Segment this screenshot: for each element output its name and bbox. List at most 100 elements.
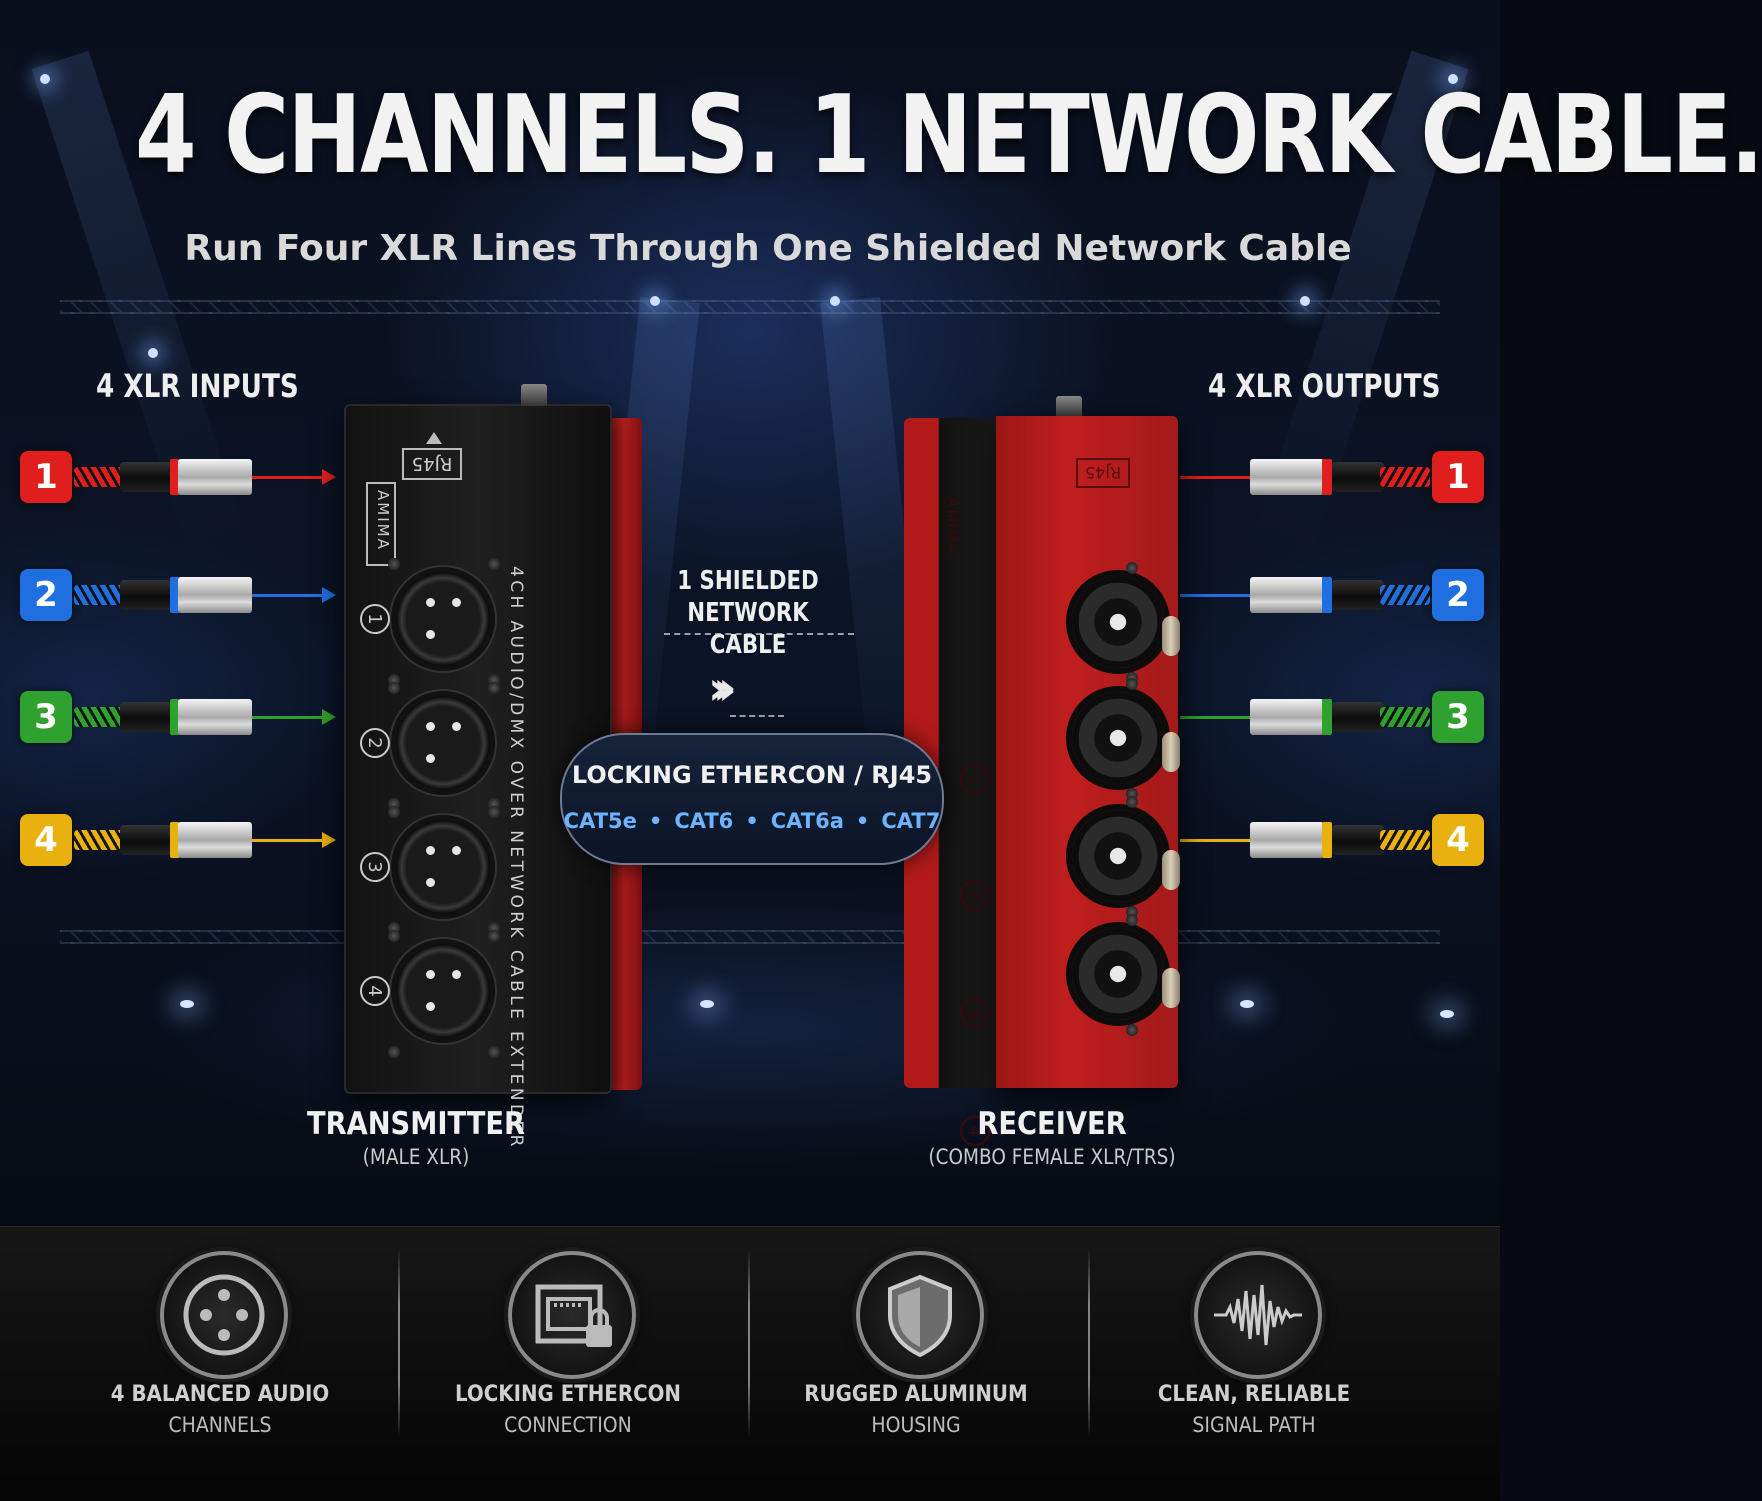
ethercon-title: LOCKING ETHERCON / RJ45 — [571, 761, 933, 789]
transmitter-subtitle: (MALE XLR) — [362, 1145, 470, 1169]
port-number: 3 — [960, 998, 990, 1028]
shield-icon — [856, 1251, 984, 1379]
rj45-arrow-icon — [426, 432, 442, 444]
feature-subtitle: HOUSING — [871, 1413, 961, 1437]
feature-bar: 4 BALANCED AUDIO CHANNELS LOCKING ETHERC… — [0, 1226, 1500, 1501]
input-channel-badge: 1 — [20, 451, 72, 503]
port-number: 4 — [360, 976, 390, 1006]
cable-type: CAT6a — [770, 809, 844, 833]
cable-type: CAT7 — [881, 809, 941, 833]
ethercon-callout: LOCKING ETHERCON / RJ45 CAT5e•CAT6•CAT6a… — [560, 733, 944, 865]
signal-line — [1180, 716, 1250, 719]
screw-icon — [488, 558, 500, 570]
outputs-title: 4 XLR OUTPUTS — [1208, 367, 1441, 405]
screw-icon — [488, 806, 500, 818]
screw-icon — [1126, 678, 1138, 690]
xlr-male-port[interactable] — [396, 572, 490, 666]
divider-dash — [664, 633, 854, 635]
floor-light — [180, 1000, 194, 1008]
port-number: 1 — [960, 764, 990, 794]
feature-title: LOCKING ETHERCON — [454, 1382, 682, 1407]
input-channel-badge: 4 — [20, 814, 72, 866]
stage-light — [40, 74, 50, 84]
cable-type: CAT6 — [674, 809, 734, 833]
feature-title: CLEAN, RELIABLE — [1157, 1382, 1351, 1407]
receiver-unit: RJ45 — [996, 396, 1180, 1088]
feature-title: RUGGED ALUMINUM — [804, 1382, 1028, 1407]
transmitter-title: TRANSMITTER — [307, 1106, 525, 1142]
port-number: 2 — [360, 728, 390, 758]
combo-xlr-trs-port[interactable] — [1072, 576, 1164, 668]
ethernet-lock-icon — [508, 1251, 636, 1379]
screw-icon — [388, 806, 400, 818]
receiver-port-label: RJ45 — [1076, 458, 1130, 488]
brand-text: AMIMA — [374, 490, 392, 551]
stage-light — [830, 296, 840, 306]
connector-pin — [426, 598, 435, 607]
arrow-head-icon — [322, 709, 336, 725]
rj45-label-text: RJ45 — [1084, 463, 1122, 483]
xlr-male-port[interactable] — [396, 944, 490, 1038]
xlr-male-port[interactable] — [396, 696, 490, 790]
screw-icon — [388, 930, 400, 942]
receiver-subtitle: (COMBO FEMALE XLR/TRS) — [928, 1145, 1176, 1169]
inputs-title: 4 XLR INPUTS — [96, 367, 299, 405]
stage-light — [1448, 74, 1458, 84]
feature-divider — [1088, 1249, 1090, 1437]
input-channel-badge: 3 — [20, 691, 72, 743]
connector-pin — [452, 970, 461, 979]
arrow-head-icon — [322, 587, 336, 603]
signal-line — [1180, 839, 1250, 842]
port-number: 2 — [960, 880, 990, 910]
arrow-head-icon — [322, 469, 336, 485]
combo-xlr-trs-port[interactable] — [1072, 928, 1164, 1020]
receiver-brand: AMIMA — [944, 498, 960, 556]
waveform-icon — [1194, 1251, 1322, 1379]
xlr-female-plug-icon — [1250, 573, 1430, 617]
transmitter-body-text: 4CH AUDIO/DMX OVER NETWORK CABLE EXTENDE… — [506, 566, 526, 1150]
combo-xlr-trs-port[interactable] — [1072, 810, 1164, 902]
stage-light — [148, 348, 158, 358]
feature-subtitle: CONNECTION — [504, 1413, 632, 1437]
screw-icon — [388, 682, 400, 694]
xlr-female-plug-icon — [74, 695, 254, 739]
xlr-female-plug-icon — [1250, 818, 1430, 862]
feature-item: CLEAN, RELIABLE SIGNAL PATH — [1094, 1227, 1414, 1501]
xlr-female-plug-icon — [74, 818, 254, 862]
stage-truss — [60, 930, 1440, 944]
floor-light — [1440, 1010, 1454, 1018]
feature-subtitle: CHANNELS — [168, 1413, 272, 1437]
signal-line — [1180, 594, 1250, 597]
latch-release-tab[interactable] — [1162, 616, 1180, 656]
feature-divider — [748, 1249, 750, 1437]
latch-release-tab[interactable] — [1162, 968, 1180, 1008]
xlr-female-plug-icon — [1250, 695, 1430, 739]
signal-line — [1180, 476, 1250, 479]
receiver-title: RECEIVER — [977, 1106, 1127, 1142]
separator-dot: • — [648, 809, 663, 833]
connector-pin — [452, 722, 461, 731]
connector-pin — [452, 598, 461, 607]
input-channel-badge: 2 — [20, 569, 72, 621]
feature-item: RUGGED ALUMINUM HOUSING — [756, 1227, 1076, 1501]
separator-dot: • — [855, 809, 870, 833]
screw-icon — [1126, 1024, 1138, 1036]
screw-icon — [1126, 796, 1138, 808]
transmitter-brand: AMIMA — [366, 482, 396, 566]
screw-icon — [488, 930, 500, 942]
feature-subtitle: SIGNAL PATH — [1192, 1413, 1316, 1437]
output-channel-badge: 4 — [1432, 814, 1484, 866]
connector-pin — [426, 846, 435, 855]
combo-xlr-trs-port[interactable] — [1072, 692, 1164, 784]
latch-release-tab[interactable] — [1162, 850, 1180, 890]
latch-release-tab[interactable] — [1162, 732, 1180, 772]
connector-pin — [426, 630, 435, 639]
signal-arrow — [252, 587, 336, 603]
output-channel-badge: 1 — [1432, 451, 1484, 503]
receiver-top-connector — [1056, 396, 1082, 416]
port-number: 3 — [360, 852, 390, 882]
cable-label-line2: NETWORK CABLE — [687, 598, 809, 660]
xlr-male-port[interactable] — [396, 820, 490, 914]
xlr-female-plug-icon — [74, 573, 254, 617]
screw-icon — [1126, 914, 1138, 926]
